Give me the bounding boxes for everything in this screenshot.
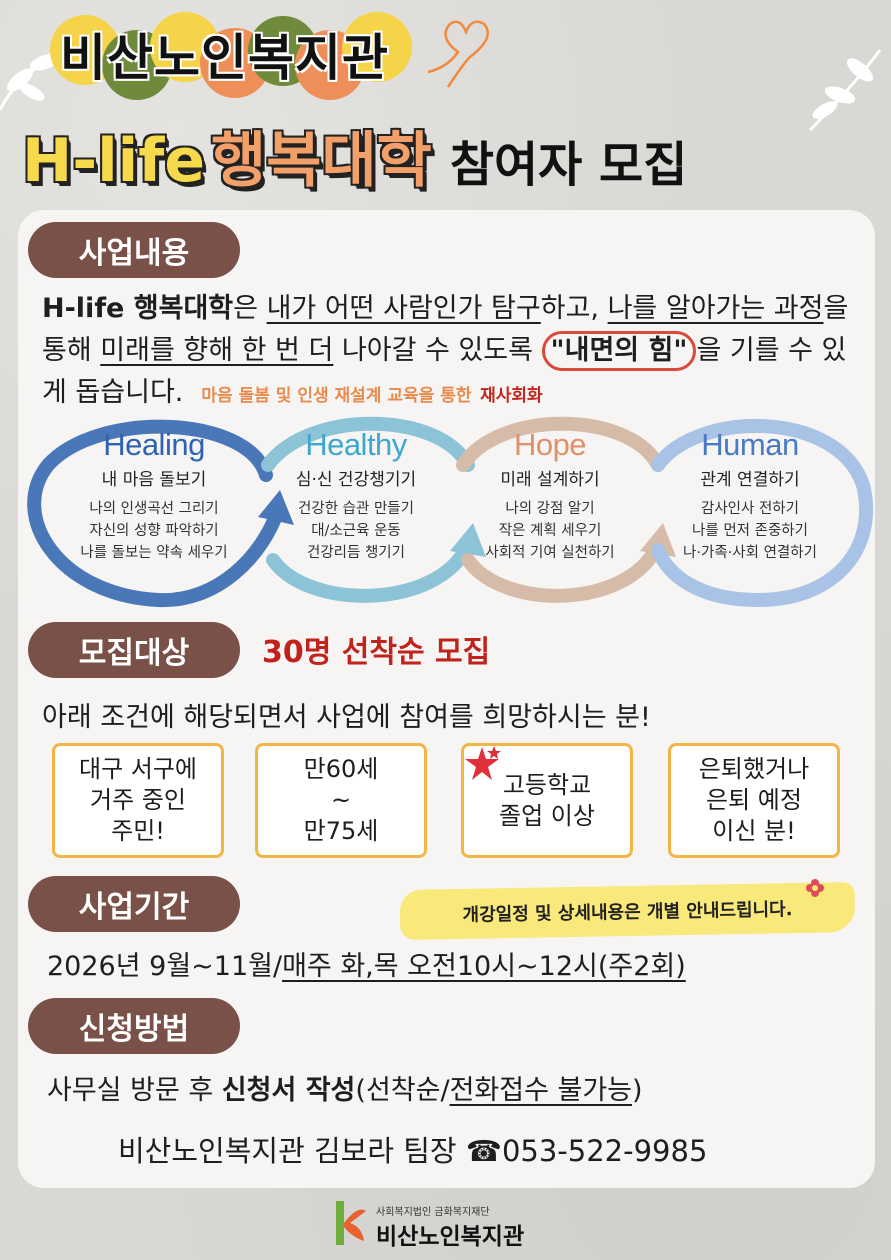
condition-line: 아래 조건에 해당되면서 사업에 참여를 희망하시는 분! — [42, 702, 651, 733]
stage-item: 자신의 성향 파악하기 — [89, 523, 219, 539]
apply-suffix: ) — [632, 1075, 643, 1106]
stage-item: 나의 인생곡선 그리기 — [89, 501, 219, 517]
contact-line: 비산노인복지관 김보라 팀장 ☎053-522-9985 — [118, 1128, 707, 1170]
apply-no-phone: 전화접수 불가능 — [449, 1075, 633, 1106]
intro-underline-2: 나를 알아가는 과정 — [607, 293, 824, 324]
title-recruit: 참여자 모집 — [449, 137, 688, 193]
period-line: 2026년 9월~11월/매주 화,목 오전10시~12시(주2회) — [47, 944, 686, 983]
stage-item: 나·가족·사회 연결하기 — [683, 545, 817, 561]
stage-subtitle: 관계 연결하기 — [700, 470, 800, 490]
stage-name: Healthy — [305, 427, 407, 462]
box-line: 만75세 — [303, 817, 379, 845]
intro-text: 은 — [233, 293, 267, 324]
stage-item: 감사인사 전하기 — [701, 501, 799, 517]
section-label-apply: 신청방법 — [28, 998, 240, 1054]
box-line: 졸업 이상 — [499, 801, 595, 830]
inner-power-highlight: "내면의 힘" — [541, 331, 697, 371]
footer-center-name: 비산노인복지관 — [376, 1224, 525, 1250]
stage-item: 나의 강점 알기 — [505, 501, 595, 517]
star-icon — [465, 746, 501, 780]
box-line: 은퇴했거나 — [698, 755, 810, 783]
section-label-period: 사업기간 — [28, 876, 240, 932]
box-line: 대구 서구에 — [78, 755, 198, 783]
stage-name: Hope — [513, 427, 587, 462]
apply-prefix: 사무실 방문 후 — [47, 1075, 222, 1106]
condition-box-age: 만60세 ~ 만75세 — [255, 743, 427, 858]
intro-text: 을 통해 — [42, 293, 849, 366]
apply-form: 신청서 작성 — [221, 1075, 356, 1106]
heart-icon — [427, 20, 489, 88]
period-dates: 2026년 9월~11월/ — [47, 951, 283, 982]
stage-item: 사회적 기여 실천하기 — [485, 545, 615, 561]
recruit-limit: 30명 선착순 모집 — [262, 635, 491, 670]
contact-name: 비산노인복지관 김보라 팀장 — [118, 1134, 457, 1168]
welfare-center-logo-icon — [336, 1201, 366, 1245]
stage-name: Healing — [103, 427, 205, 462]
intro-underline-3: 미래를 향해 한 번 더 — [100, 335, 334, 366]
box-line: ~ — [330, 786, 352, 814]
phone-icon: ☎ — [465, 1134, 502, 1168]
program-cycle-diagram: Healing 내 마음 돌보기 나의 인생곡선 그리기 자신의 성향 파악하기… — [18, 405, 878, 620]
contact-phone: 053-522-9985 — [501, 1134, 708, 1168]
stage-item: 대/소근육 운동 — [311, 523, 401, 539]
condition-box-residence: 대구 서구에 거주 중인 주민! — [52, 743, 224, 858]
apply-mid: (선착순/ — [355, 1075, 450, 1106]
stage-name: Human — [701, 427, 799, 462]
intro-lead: H-life 행복대학 — [42, 293, 234, 324]
box-line: 만60세 — [303, 755, 379, 783]
period-schedule: 매주 화,목 오전10시~12시(주2회) — [282, 951, 686, 982]
section-label-content: 사업내용 — [28, 222, 240, 278]
stage-healthy: Healthy 심·신 건강챙기기 건강한 습관 만들기 대/소근육 운동 건강… — [256, 427, 456, 564]
box-line: 거주 중인 — [90, 786, 186, 814]
footer-logo: 사회복지법인 금화복지재단 비산노인복지관 — [328, 1197, 548, 1251]
box-line: 이신 분! — [712, 817, 796, 845]
schedule-note: 개강일정 및 상세내용은 개별 안내드립니다. — [399, 882, 856, 940]
intro-sub-orange: 마음 돌봄 및 인생 재설계 교육을 통한 — [201, 386, 472, 406]
title-hlife: H-life — [22, 126, 206, 196]
stage-healing: Healing 내 마음 돌보기 나의 인생곡선 그리기 자신의 성향 파악하기… — [54, 427, 254, 564]
stage-item: 작은 계획 세우기 — [498, 523, 602, 539]
stage-item: 건강리듬 챙기기 — [307, 545, 405, 561]
intro-underline-1: 내가 어떤 사람인가 탐구 — [266, 293, 541, 324]
stage-item: 나를 돌보는 약속 세우기 — [80, 545, 228, 561]
title-happiness-univ: 행복대학 — [211, 126, 432, 196]
stage-item: 나를 먼저 존중하기 — [692, 523, 808, 539]
stage-hope: Hope 미래 설계하기 나의 강점 알기 작은 계획 세우기 사회적 기여 실… — [450, 427, 650, 564]
stage-human: Human 관계 연결하기 감사인사 전하기 나를 먼저 존중하기 나·가족·사… — [650, 427, 850, 564]
footer-foundation: 사회복지법인 금화복지재단 — [376, 1207, 490, 1218]
stage-subtitle: 심·신 건강챙기기 — [295, 470, 417, 490]
stage-item: 건강한 습관 만들기 — [298, 501, 414, 517]
flower-icon — [806, 879, 824, 897]
condition-box-retirement: 은퇴했거나 은퇴 예정 이신 분! — [668, 743, 840, 858]
org-name: 비산노인복지관 — [60, 29, 389, 87]
intro-paragraph: H-life 행복대학은 내가 어떤 사람인가 탐구하고, 나를 알아가는 과정… — [42, 288, 862, 417]
box-line: 주민! — [111, 817, 165, 845]
stage-subtitle: 내 마음 돌보기 — [101, 470, 207, 490]
leaf-decoration-right-icon — [808, 49, 882, 132]
intro-sub-red: 재사회화 — [480, 386, 543, 406]
intro-text: 을 기를 수 있게 돕습니다. — [42, 335, 847, 408]
cycle-arrows — [27, 416, 874, 608]
org-title: 비산노인복지관 — [50, 10, 450, 105]
intro-text: 나아갈 수 있도록 — [333, 335, 542, 366]
box-line: 은퇴 예정 — [706, 786, 802, 814]
intro-text: 하고, — [540, 293, 608, 324]
apply-line: 사무실 방문 후 신청서 작성(선착순/전화접수 불가능) — [47, 1068, 643, 1107]
box-line: 고등학교 — [502, 770, 592, 799]
section-label-target: 모집대상 — [28, 622, 240, 678]
stage-subtitle: 미래 설계하기 — [500, 470, 600, 490]
